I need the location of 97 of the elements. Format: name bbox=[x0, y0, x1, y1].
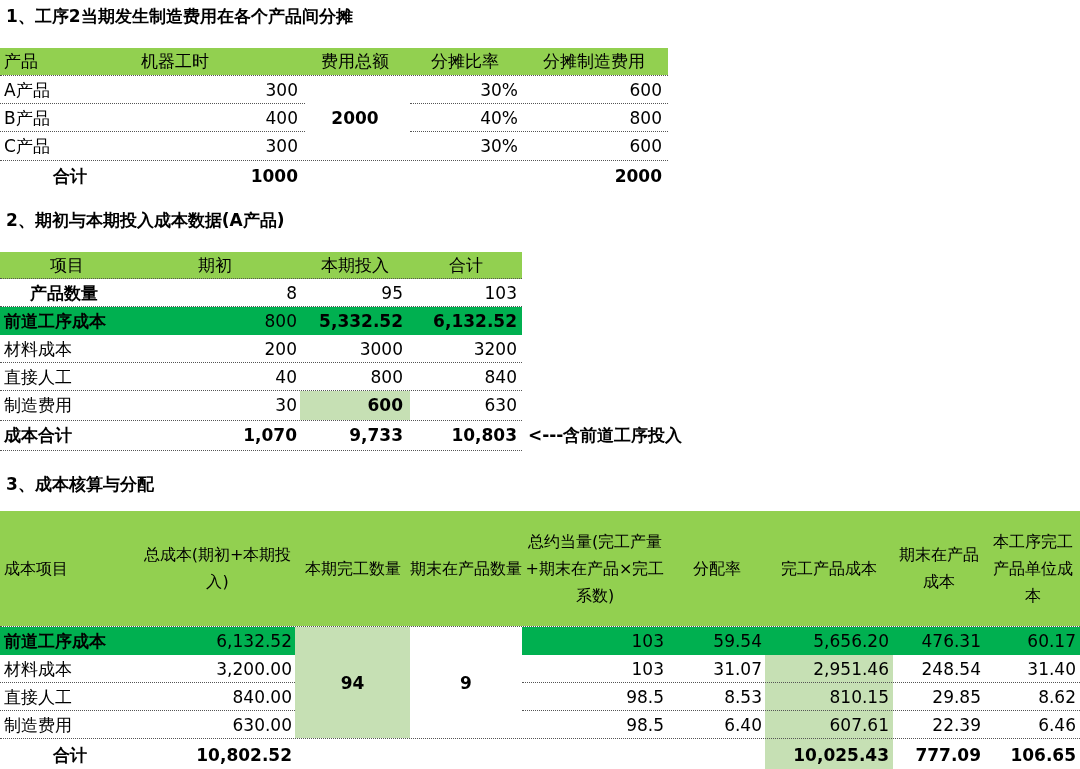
table-cell: 98.5 bbox=[626, 686, 664, 708]
table-cell: 98.5 bbox=[626, 714, 664, 736]
table-cell: 成本合计 bbox=[4, 424, 72, 446]
table-cell: 106.65 bbox=[1010, 743, 1076, 766]
header-cell-text: 成本项目 bbox=[4, 557, 68, 580]
table-cell: 3200 bbox=[473, 338, 517, 360]
table-cell: 30 bbox=[275, 394, 297, 416]
header-cell-text: 总成本(期初+本期投入) bbox=[142, 544, 293, 593]
table-cell: 31.07 bbox=[713, 658, 762, 680]
table-cell: 800 bbox=[264, 310, 297, 332]
table-cell: 103 bbox=[631, 630, 664, 652]
table-cell: 840.00 bbox=[232, 686, 292, 708]
header-cell: 分摊制造费用 bbox=[543, 50, 645, 72]
table-cell: 800 bbox=[629, 107, 662, 129]
merged-cell: 9 bbox=[460, 671, 472, 694]
header-cell-text: 期末在产品数量 bbox=[410, 557, 522, 580]
table-cell: 6.46 bbox=[1038, 714, 1076, 736]
table-cell: 600 bbox=[629, 79, 662, 101]
header-cell: 费用总额 bbox=[321, 50, 389, 72]
table-cell: 600 bbox=[367, 394, 403, 416]
table-cell: 材料成本 bbox=[4, 338, 72, 360]
table-cell: 630 bbox=[484, 394, 517, 416]
section-heading: 2、期初与本期投入成本数据(A产品) bbox=[6, 209, 285, 233]
header-cell-text: 完工产品成本 bbox=[781, 557, 877, 580]
table-cell: 8 bbox=[286, 282, 297, 304]
table-cell: 300 bbox=[265, 135, 298, 157]
table-cell: 10,803 bbox=[451, 424, 517, 446]
table-cell: 8.53 bbox=[724, 686, 762, 708]
table-cell: 31.40 bbox=[1027, 658, 1076, 680]
section-heading: 3、成本核算与分配 bbox=[6, 473, 154, 497]
header-cell-text: 分配率 bbox=[692, 557, 741, 580]
table-cell: 1,070 bbox=[243, 424, 297, 446]
table-cell: 10,025.43 bbox=[793, 743, 889, 766]
table-cell: 9,733 bbox=[349, 424, 403, 446]
table-cell: 制造费用 bbox=[4, 394, 72, 416]
table-cell: 6.40 bbox=[724, 714, 762, 736]
header-cell: 合计 bbox=[449, 254, 483, 276]
table-cell: 1000 bbox=[250, 165, 298, 187]
table-cell: C产品 bbox=[4, 135, 50, 157]
table-cell: 5,656.20 bbox=[813, 630, 889, 652]
table-cell: 600 bbox=[629, 135, 662, 157]
table-cell: 10,802.52 bbox=[196, 743, 292, 766]
table-cell: A产品 bbox=[4, 79, 50, 101]
table-cell: 103 bbox=[631, 658, 664, 680]
table-cell: 3,200.00 bbox=[216, 658, 292, 680]
header-cell: 项目 bbox=[50, 254, 84, 276]
table-cell: 合计 bbox=[53, 165, 87, 187]
header-cell: 期初 bbox=[198, 254, 232, 276]
table-cell: 248.54 bbox=[921, 658, 981, 680]
table-cell: 810.15 bbox=[829, 686, 889, 708]
table-cell: 40 bbox=[275, 366, 297, 388]
table-cell: 95 bbox=[381, 282, 403, 304]
header-cell: 分摊比率 bbox=[431, 50, 499, 72]
table-cell: 60.17 bbox=[1027, 630, 1076, 652]
table-cell: 前道工序成本 bbox=[4, 310, 106, 332]
header-cell-text: 本期完工数量 bbox=[304, 557, 401, 580]
table-cell: 59.54 bbox=[713, 630, 762, 652]
table-cell: 产品数量 bbox=[30, 282, 98, 304]
header-cell: 产品 bbox=[4, 50, 38, 72]
table-cell: 2000 bbox=[614, 165, 662, 187]
table-cell: 607.61 bbox=[829, 714, 889, 736]
table-cell: 103 bbox=[484, 282, 517, 304]
table-cell: 800 bbox=[370, 366, 403, 388]
table-cell: B产品 bbox=[4, 107, 50, 129]
table-cell: 前道工序成本 bbox=[4, 630, 106, 652]
table-cell: 840 bbox=[484, 366, 517, 388]
table-cell: 合计 bbox=[53, 743, 87, 766]
table-cell: 777.09 bbox=[915, 743, 981, 766]
table-cell: 476.31 bbox=[921, 630, 981, 652]
section-heading: 1、工序2当期发生制造费用在各个产品间分摊 bbox=[6, 5, 353, 29]
header-cell: 本期投入 bbox=[321, 254, 389, 276]
table-cell: 630.00 bbox=[232, 714, 292, 736]
note-text: <---含前道工序投入 bbox=[528, 424, 683, 446]
table-cell: 2,951.46 bbox=[813, 658, 889, 680]
header-cell: 机器工时 bbox=[141, 50, 209, 72]
table-cell: 材料成本 bbox=[4, 658, 72, 680]
table-cell: 22.39 bbox=[932, 714, 981, 736]
table-cell: 30% bbox=[480, 135, 518, 157]
table-cell: 6,132.52 bbox=[433, 310, 517, 332]
table-cell: 30% bbox=[480, 79, 518, 101]
table-cell: 5,332.52 bbox=[319, 310, 403, 332]
table-cell: 300 bbox=[265, 79, 298, 101]
header-cell-text: 期末在产品成本 bbox=[898, 544, 980, 593]
table-cell: 40% bbox=[480, 107, 518, 129]
table-cell: 直接人工 bbox=[4, 366, 72, 388]
table-cell: 8.62 bbox=[1038, 686, 1076, 708]
table-cell: 直接人工 bbox=[4, 686, 72, 708]
header-cell-text: 本工序完工产品单位成本 bbox=[991, 530, 1074, 607]
table-cell: 3000 bbox=[359, 338, 403, 360]
table-cell: 6,132.52 bbox=[216, 630, 292, 652]
table-cell: 200 bbox=[264, 338, 297, 360]
table-cell: 29.85 bbox=[932, 686, 981, 708]
table-cell: 制造费用 bbox=[4, 714, 72, 736]
header-cell-text: 总约当量(完工产量+期末在产品×完工系数) bbox=[524, 530, 666, 607]
table-cell: 2000 bbox=[331, 107, 379, 129]
table-cell: 400 bbox=[265, 107, 298, 129]
merged-cell: 94 bbox=[340, 671, 365, 694]
